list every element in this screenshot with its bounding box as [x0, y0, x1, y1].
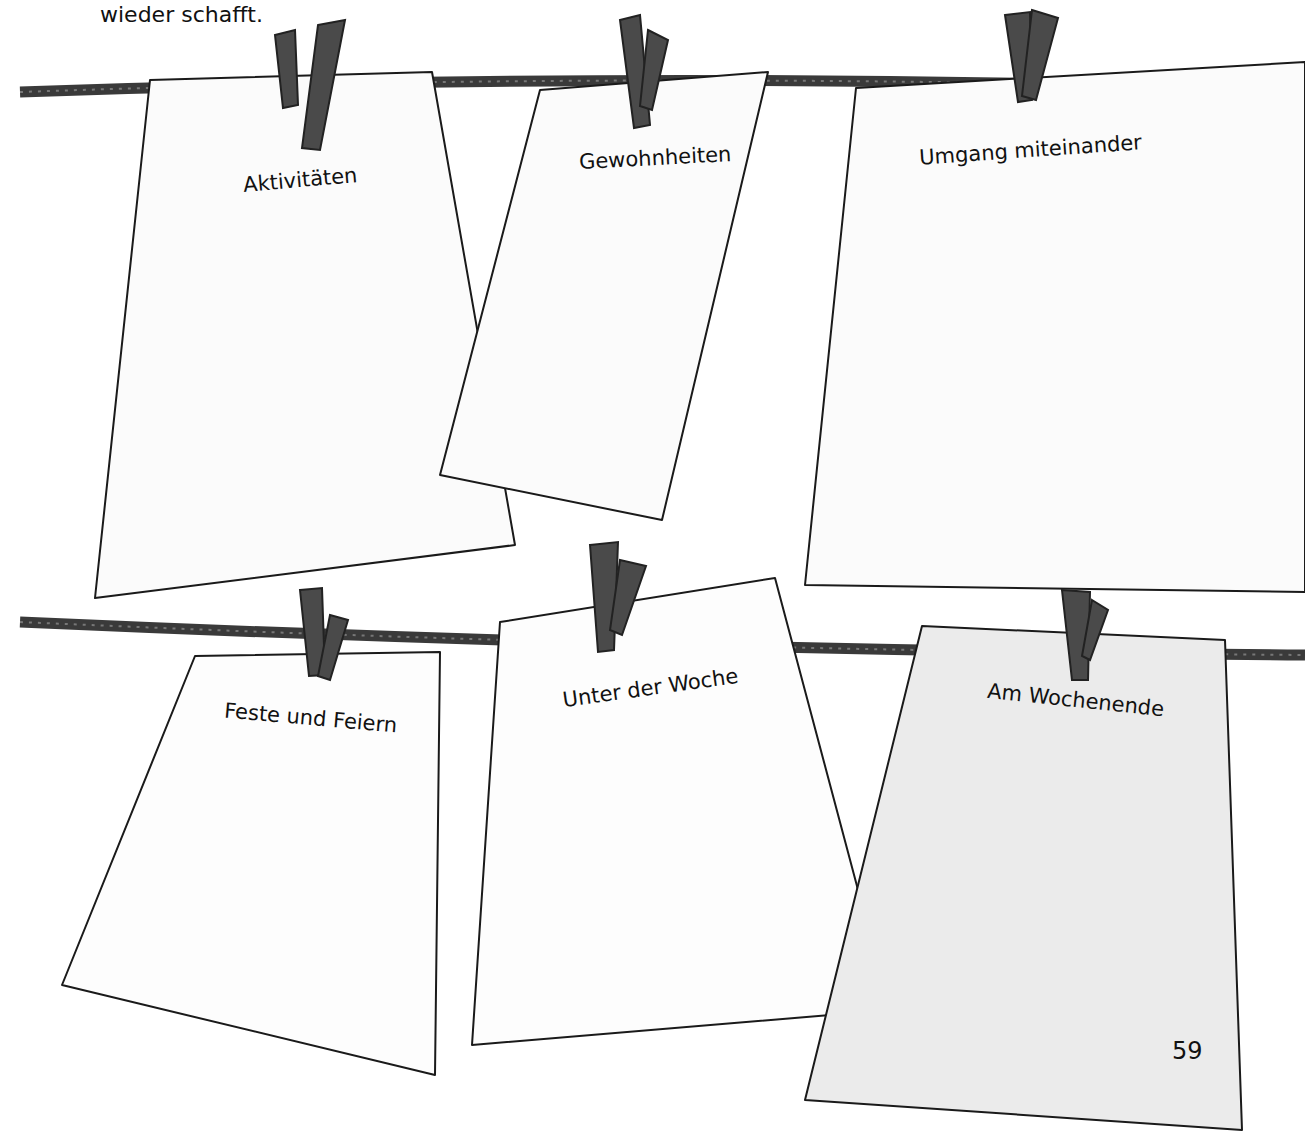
cut-off-text: wieder schafft.	[100, 2, 263, 27]
hanging-paper: Gewohnheiten	[440, 72, 768, 520]
paper-shape	[95, 72, 515, 598]
hanging-paper: Umgang miteinander	[805, 62, 1305, 592]
paper-outline	[95, 72, 515, 598]
paper-shape	[472, 578, 890, 1045]
paper-shape	[805, 62, 1305, 592]
paper-shape	[440, 72, 768, 520]
clothespin	[640, 30, 668, 110]
clothespin	[1062, 590, 1090, 680]
paper-outline	[472, 578, 890, 1045]
clothespin	[300, 588, 325, 676]
clothespin	[610, 560, 646, 635]
clothespin	[318, 615, 348, 680]
paper-outline	[440, 72, 768, 520]
clothespin	[1022, 10, 1058, 100]
hanging-paper: Feste und Feiern	[62, 652, 440, 1075]
paper-shape	[805, 626, 1242, 1130]
hanging-paper: Am Wochenende	[805, 626, 1242, 1130]
clothespin	[1082, 600, 1108, 660]
hanging-paper: Aktivitäten	[95, 72, 515, 598]
clothespin	[1005, 12, 1032, 102]
clothespin	[275, 30, 298, 108]
hanging-paper: Unter der Woche	[472, 578, 890, 1045]
clothespin	[620, 15, 650, 128]
clothespin	[590, 542, 618, 652]
clothespin	[302, 20, 345, 150]
paper-shape	[62, 652, 440, 1075]
clothespins	[275, 10, 1108, 680]
